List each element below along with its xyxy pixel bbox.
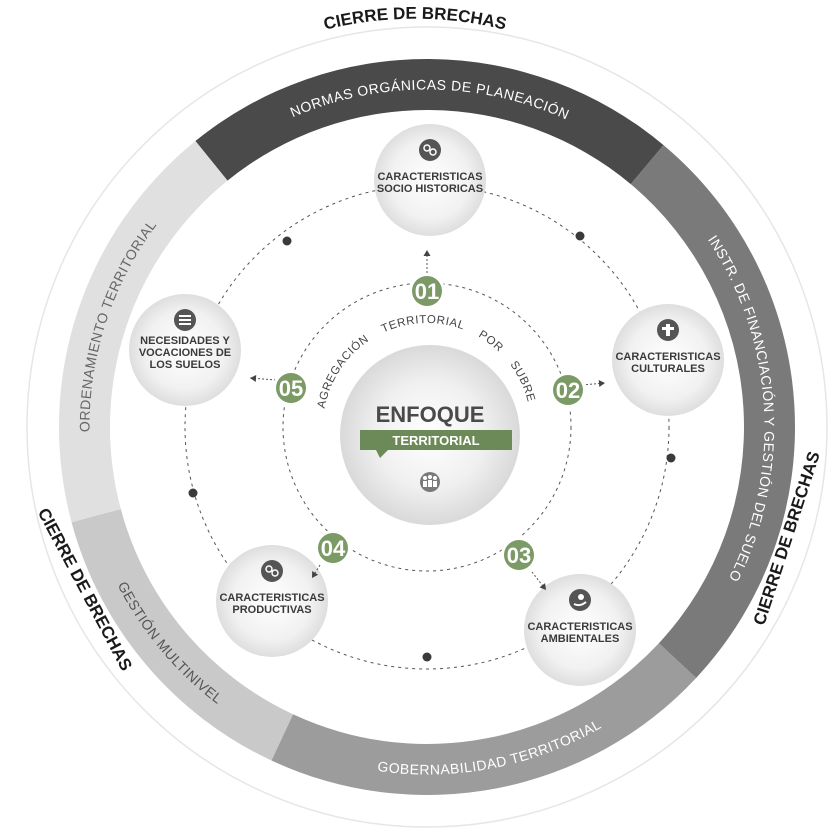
node-circle bbox=[524, 574, 636, 686]
badge-01: 01 bbox=[409, 250, 445, 309]
outer-boundary-circle bbox=[26, 26, 828, 828]
node-label-line: AMBIENTALES bbox=[541, 633, 620, 645]
node-label-line: CULTURALES bbox=[631, 363, 705, 375]
center-banner bbox=[360, 430, 512, 450]
node-label-line: NECESIDADES Y bbox=[140, 335, 230, 347]
ring-dot bbox=[282, 236, 292, 246]
node-circle bbox=[374, 124, 486, 236]
badge-05: 05 bbox=[249, 370, 309, 406]
node-circle bbox=[129, 294, 241, 406]
people-group-icon bbox=[420, 472, 440, 492]
badge-circle bbox=[412, 276, 442, 306]
center-title: ENFOQUE bbox=[376, 402, 485, 427]
arrow-head-icon bbox=[598, 380, 605, 388]
node-label-line: SOCIO HISTORICAS bbox=[377, 183, 483, 195]
arrow-head-icon bbox=[250, 374, 257, 382]
hand-plant-icon bbox=[569, 589, 591, 611]
badge-circle bbox=[276, 373, 306, 403]
node-label-line: CARACTERISTICAS bbox=[527, 621, 632, 633]
badge-number: 05 bbox=[279, 376, 303, 401]
badge-03: 03 bbox=[501, 537, 547, 591]
ring-dot bbox=[666, 453, 676, 463]
ring-segment-gobernabilidad bbox=[271, 643, 697, 795]
center-banner-text: TERRITORIAL bbox=[392, 433, 479, 448]
badge-circle bbox=[553, 375, 583, 405]
arrow-head-icon bbox=[539, 583, 546, 590]
node-label-line: CARACTERISTICAS bbox=[615, 351, 720, 363]
ring-segment-instr bbox=[630, 145, 795, 678]
ring-dots bbox=[188, 231, 676, 662]
node-circle bbox=[612, 304, 724, 416]
ring-dot bbox=[422, 652, 432, 662]
node-label-line: CARACTERISTICAS bbox=[219, 592, 324, 604]
outer-label-top: CIERRE DE BRECHAS bbox=[322, 4, 509, 34]
badge-circle bbox=[318, 533, 348, 563]
arrow-head-icon bbox=[423, 250, 431, 256]
center-hub: ENFOQUE TERRITORIAL bbox=[340, 345, 520, 525]
badge-04: 04 bbox=[311, 530, 351, 579]
badge-number: 02 bbox=[556, 378, 580, 403]
arrow-head-icon bbox=[312, 571, 319, 578]
center-banner-tail bbox=[376, 450, 388, 458]
number-badges: 01 02 03 04 05 bbox=[249, 250, 606, 591]
badge-number: 03 bbox=[507, 543, 531, 568]
node-label-line: PRODUCTIVAS bbox=[232, 604, 311, 616]
ring-dot bbox=[188, 488, 198, 498]
ring-segment-gestion bbox=[71, 509, 294, 761]
ring-dot bbox=[575, 231, 585, 241]
badge-02: 02 bbox=[550, 372, 606, 408]
inner-dashed-ring bbox=[282, 282, 572, 572]
outer-dashed-ring bbox=[184, 184, 670, 670]
node-label-line: VOCACIONES DE bbox=[139, 347, 231, 359]
badge-number: 04 bbox=[321, 536, 346, 561]
node-circle bbox=[216, 545, 328, 657]
ring-segment-normas bbox=[195, 58, 664, 185]
badge-circle bbox=[504, 540, 534, 570]
ring-segment-ordenamiento bbox=[58, 141, 228, 523]
node-label-line: CARACTERISTICAS bbox=[377, 171, 482, 183]
node-label-line: LOS SUELOS bbox=[150, 359, 221, 371]
badge-number: 01 bbox=[415, 279, 439, 304]
